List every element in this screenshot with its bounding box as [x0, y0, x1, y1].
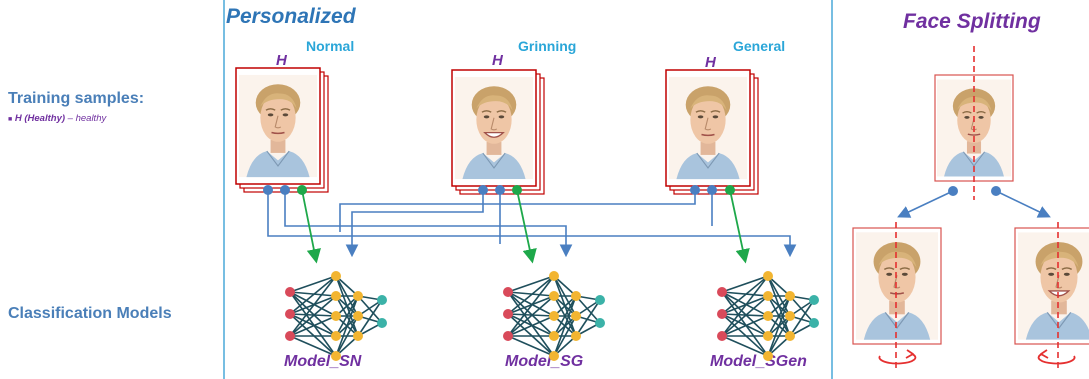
bullet-marker: ■ [8, 116, 13, 123]
split-right-photo [1014, 227, 1089, 345]
split-left-photo [852, 227, 942, 345]
connector-dots [263, 185, 735, 195]
h-label-general: H [705, 54, 716, 71]
neural-networks [285, 271, 819, 361]
h-label-grinning: H [492, 52, 503, 69]
condition-general-label: General [733, 38, 786, 54]
bullet-rest: – healthy [65, 113, 107, 124]
personalized-title: Personalized [226, 5, 356, 28]
photo-stack-grinning [451, 69, 545, 195]
net-model-sg [503, 271, 605, 361]
h-label-normal: H [276, 52, 287, 69]
model-sgen-label: Model_SGen [710, 353, 807, 370]
classification-models-title: Classification Models [8, 305, 172, 322]
photo-stack-normal [235, 67, 329, 193]
condition-grinning-label: Grinning [518, 38, 577, 54]
condition-normal-label: Normal [306, 38, 355, 54]
training-samples-title: Training samples: [8, 90, 145, 107]
training-bullet: ■ H (Healthy) – healthy [8, 113, 106, 124]
model-sn-label: Model_SN [284, 353, 362, 370]
bullet-bold: H (Healthy) [14, 113, 66, 124]
net-model-sgen [717, 271, 819, 361]
photo-stack-general [665, 69, 759, 195]
net-model-sn [285, 271, 387, 361]
blue-connectors [267, 190, 797, 258]
mirror-rotate-arrows [878, 349, 1076, 365]
face-splitting-title: Face Splitting [903, 10, 1041, 33]
green-connectors [301, 189, 750, 264]
model-sg-label: Model_SG [505, 353, 584, 370]
